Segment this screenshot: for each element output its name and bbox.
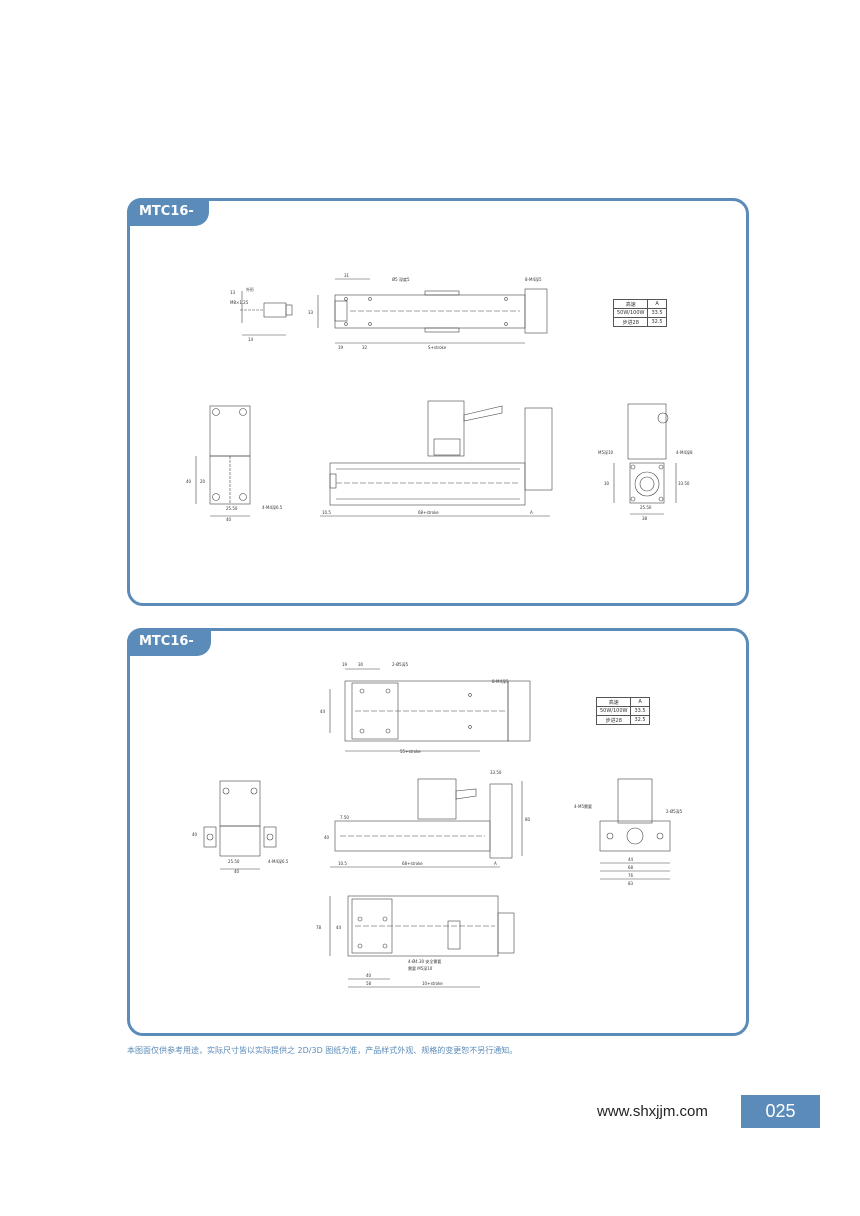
motor-top <box>524 288 548 334</box>
dim-label: 4-M5需要 <box>574 803 592 809</box>
dim-label: 33.50 <box>490 770 502 775</box>
dim-label: 76 <box>628 873 634 878</box>
table-cell: 50W/100W <box>595 706 632 716</box>
dim-label: 8-M4深5 <box>492 678 509 684</box>
dim-label: 40 <box>234 869 240 874</box>
panel-title: MTC16-P <box>127 198 209 247</box>
dim-label: 19 <box>338 345 344 350</box>
dim-label: 80 <box>525 817 531 822</box>
dim-label: 25.50 <box>640 505 652 510</box>
dim-label: 68+stroke <box>402 861 423 866</box>
technical-drawing: 31 Ø5 深度5 8-M4深5 33 19 32 S+stroke 13 14… <box>186 273 693 522</box>
product-panel-mtc16-p: MTC16-P <box>127 198 749 606</box>
dim-label: M5深10 <box>598 449 614 455</box>
end-view-body <box>599 820 671 852</box>
dim-label: 需要 M5深10 <box>408 965 433 971</box>
dim-label: 83 <box>628 881 634 886</box>
product-panel-mtc16-p-r: MTC16-P-R <box>127 628 749 1036</box>
dim-label: 33.50 <box>678 481 690 486</box>
dim-label: 20 <box>200 479 206 484</box>
end-view-bore <box>634 471 660 497</box>
dim-label: 30 <box>604 481 610 486</box>
dim-label: S+stroke <box>428 345 447 350</box>
technical-drawing: 19 30 2-Ø5深5 8-M4深5 44 55+stroke 40 25.5… <box>192 661 683 988</box>
dim-label: 30 <box>358 662 364 667</box>
dim-label: Ø5 深度5 <box>392 276 410 282</box>
panel-title: MTC16-P-R <box>127 628 211 677</box>
dim-label: 10.5 <box>338 861 347 866</box>
motor-block <box>427 400 465 457</box>
dim-label: 68+stroke <box>418 510 439 515</box>
dim-label: 4-M4深6.5 <box>262 504 283 510</box>
dim-label: 10.5 <box>322 510 331 515</box>
dim-label: 55+stroke <box>400 749 421 754</box>
table-header: 高速 <box>612 299 649 309</box>
dim-label: 2-Ø5深5 <box>392 661 409 667</box>
table-header: A <box>647 299 667 309</box>
dim-label: 44 <box>320 709 326 714</box>
dim-label: 31 <box>344 273 350 278</box>
table-cell: 32.5 <box>647 317 667 327</box>
dim-label: 58 <box>366 981 372 986</box>
front-view-upper <box>209 405 251 457</box>
dim-label: 40 <box>366 973 372 978</box>
table-cell: 步进28 <box>612 317 649 327</box>
end-view-body <box>629 462 665 504</box>
dim-label: 14 <box>248 337 254 342</box>
dim-label: 2-Ø5深5 <box>666 808 683 814</box>
dim-label: 38 <box>642 516 648 521</box>
table-cell: 50W/100W <box>612 308 649 318</box>
table-cell: 33.5 <box>630 706 650 716</box>
dim-label: 8-M4深5 <box>525 276 542 282</box>
motor-side <box>524 407 553 491</box>
dim-label: 19 <box>342 662 348 667</box>
dim-label: 4-M4深8 <box>676 449 693 455</box>
dim-label: A <box>530 510 533 515</box>
dim-label: 40 <box>192 832 198 837</box>
dim-label: 13 <box>230 290 236 295</box>
dim-label: 44 <box>628 857 634 862</box>
dim-label: 44 <box>336 925 342 930</box>
dim-label: 40 <box>324 835 330 840</box>
page-number: 025 <box>741 1095 820 1128</box>
dim-label: 25.50 <box>228 859 240 864</box>
spec-table: 高速 A 50W/100W 33.5 步进28 32.5 <box>612 299 667 327</box>
dim-label: 68 <box>628 865 634 870</box>
actuator-top-body <box>334 294 526 329</box>
disclaimer-text: 本图面仅供参考用途，实际尺寸皆以实际提供之 2D/3D 图纸为准，产品样式外观、… <box>127 1046 518 1055</box>
table-cell: 步进28 <box>595 715 632 725</box>
dim-label: 4-M4深6.5 <box>268 858 289 864</box>
dim-label: 40 <box>186 479 192 484</box>
dim-label: 25.50 <box>226 506 238 511</box>
dim-label: 10+stroke <box>422 981 443 986</box>
motor-side <box>489 783 513 859</box>
dim-label: A <box>494 861 497 866</box>
table-header: 高速 <box>595 697 632 707</box>
dim-label: 40 <box>226 517 232 522</box>
dim-label: 7.50 <box>340 815 349 820</box>
website-link[interactable]: www.shxjjm.com <box>597 1103 708 1120</box>
dim-label: M8×1.25 <box>230 300 249 305</box>
dim-label: 外形 <box>246 286 254 292</box>
fitting-body <box>263 302 287 318</box>
dim-label: 4-Ø4.30 安全需要 <box>408 958 441 964</box>
table-header: A <box>630 697 650 707</box>
spec-table: 高速 A 50W/100W 33.5 步进28 32.5 <box>595 697 650 725</box>
dim-label: 78 <box>316 925 322 930</box>
table-cell: 33.5 <box>647 308 667 318</box>
motor-top <box>507 680 531 742</box>
table-cell: 32.5 <box>630 715 650 725</box>
motor-bottom <box>497 912 515 954</box>
dim-label: 32 <box>362 345 368 350</box>
dim-label: 33 <box>308 310 314 315</box>
